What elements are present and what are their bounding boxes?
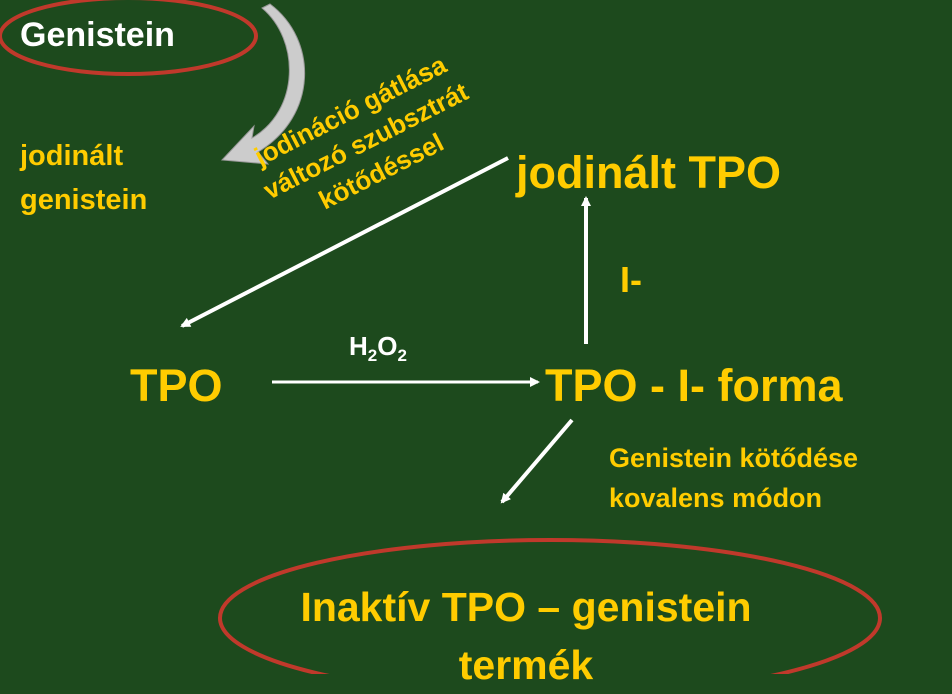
inactive-product-line-2: termék xyxy=(458,642,594,688)
iodide-label: I- xyxy=(620,259,642,300)
h2o2-label: H2O2 xyxy=(349,331,407,365)
curved-arrow-icon xyxy=(220,3,306,165)
covalent-binding-line-1: Genistein kötődése xyxy=(609,443,859,473)
diagram: Genistein jodinált genistein jodináció g… xyxy=(0,0,882,688)
iodinated-genistein-label: jodinált genistein xyxy=(20,140,148,216)
covalent-binding-line-2: kovalens módon xyxy=(609,483,823,513)
iodinated-tpo-label: jodinált TPO xyxy=(516,147,781,198)
product-highlight-ellipse xyxy=(218,538,882,674)
covalent-binding-arrow xyxy=(500,418,574,504)
tpo-label: TPO xyxy=(130,360,223,411)
genistein-highlight-ellipse xyxy=(0,0,258,76)
inhibition-arrow xyxy=(180,156,509,328)
genistein-label: Genistein xyxy=(20,16,175,54)
diagram-connectors xyxy=(0,0,882,674)
covalent-binding-label: Genistein kötődése kovalens módon xyxy=(609,438,858,518)
inactive-product-line-1: Inaktív TPO – genistein xyxy=(300,584,752,630)
inactive-product-label: Inaktív TPO – genistein termék xyxy=(270,578,782,694)
tpo-iodine-form-label: TPO - I- forma xyxy=(545,360,843,411)
